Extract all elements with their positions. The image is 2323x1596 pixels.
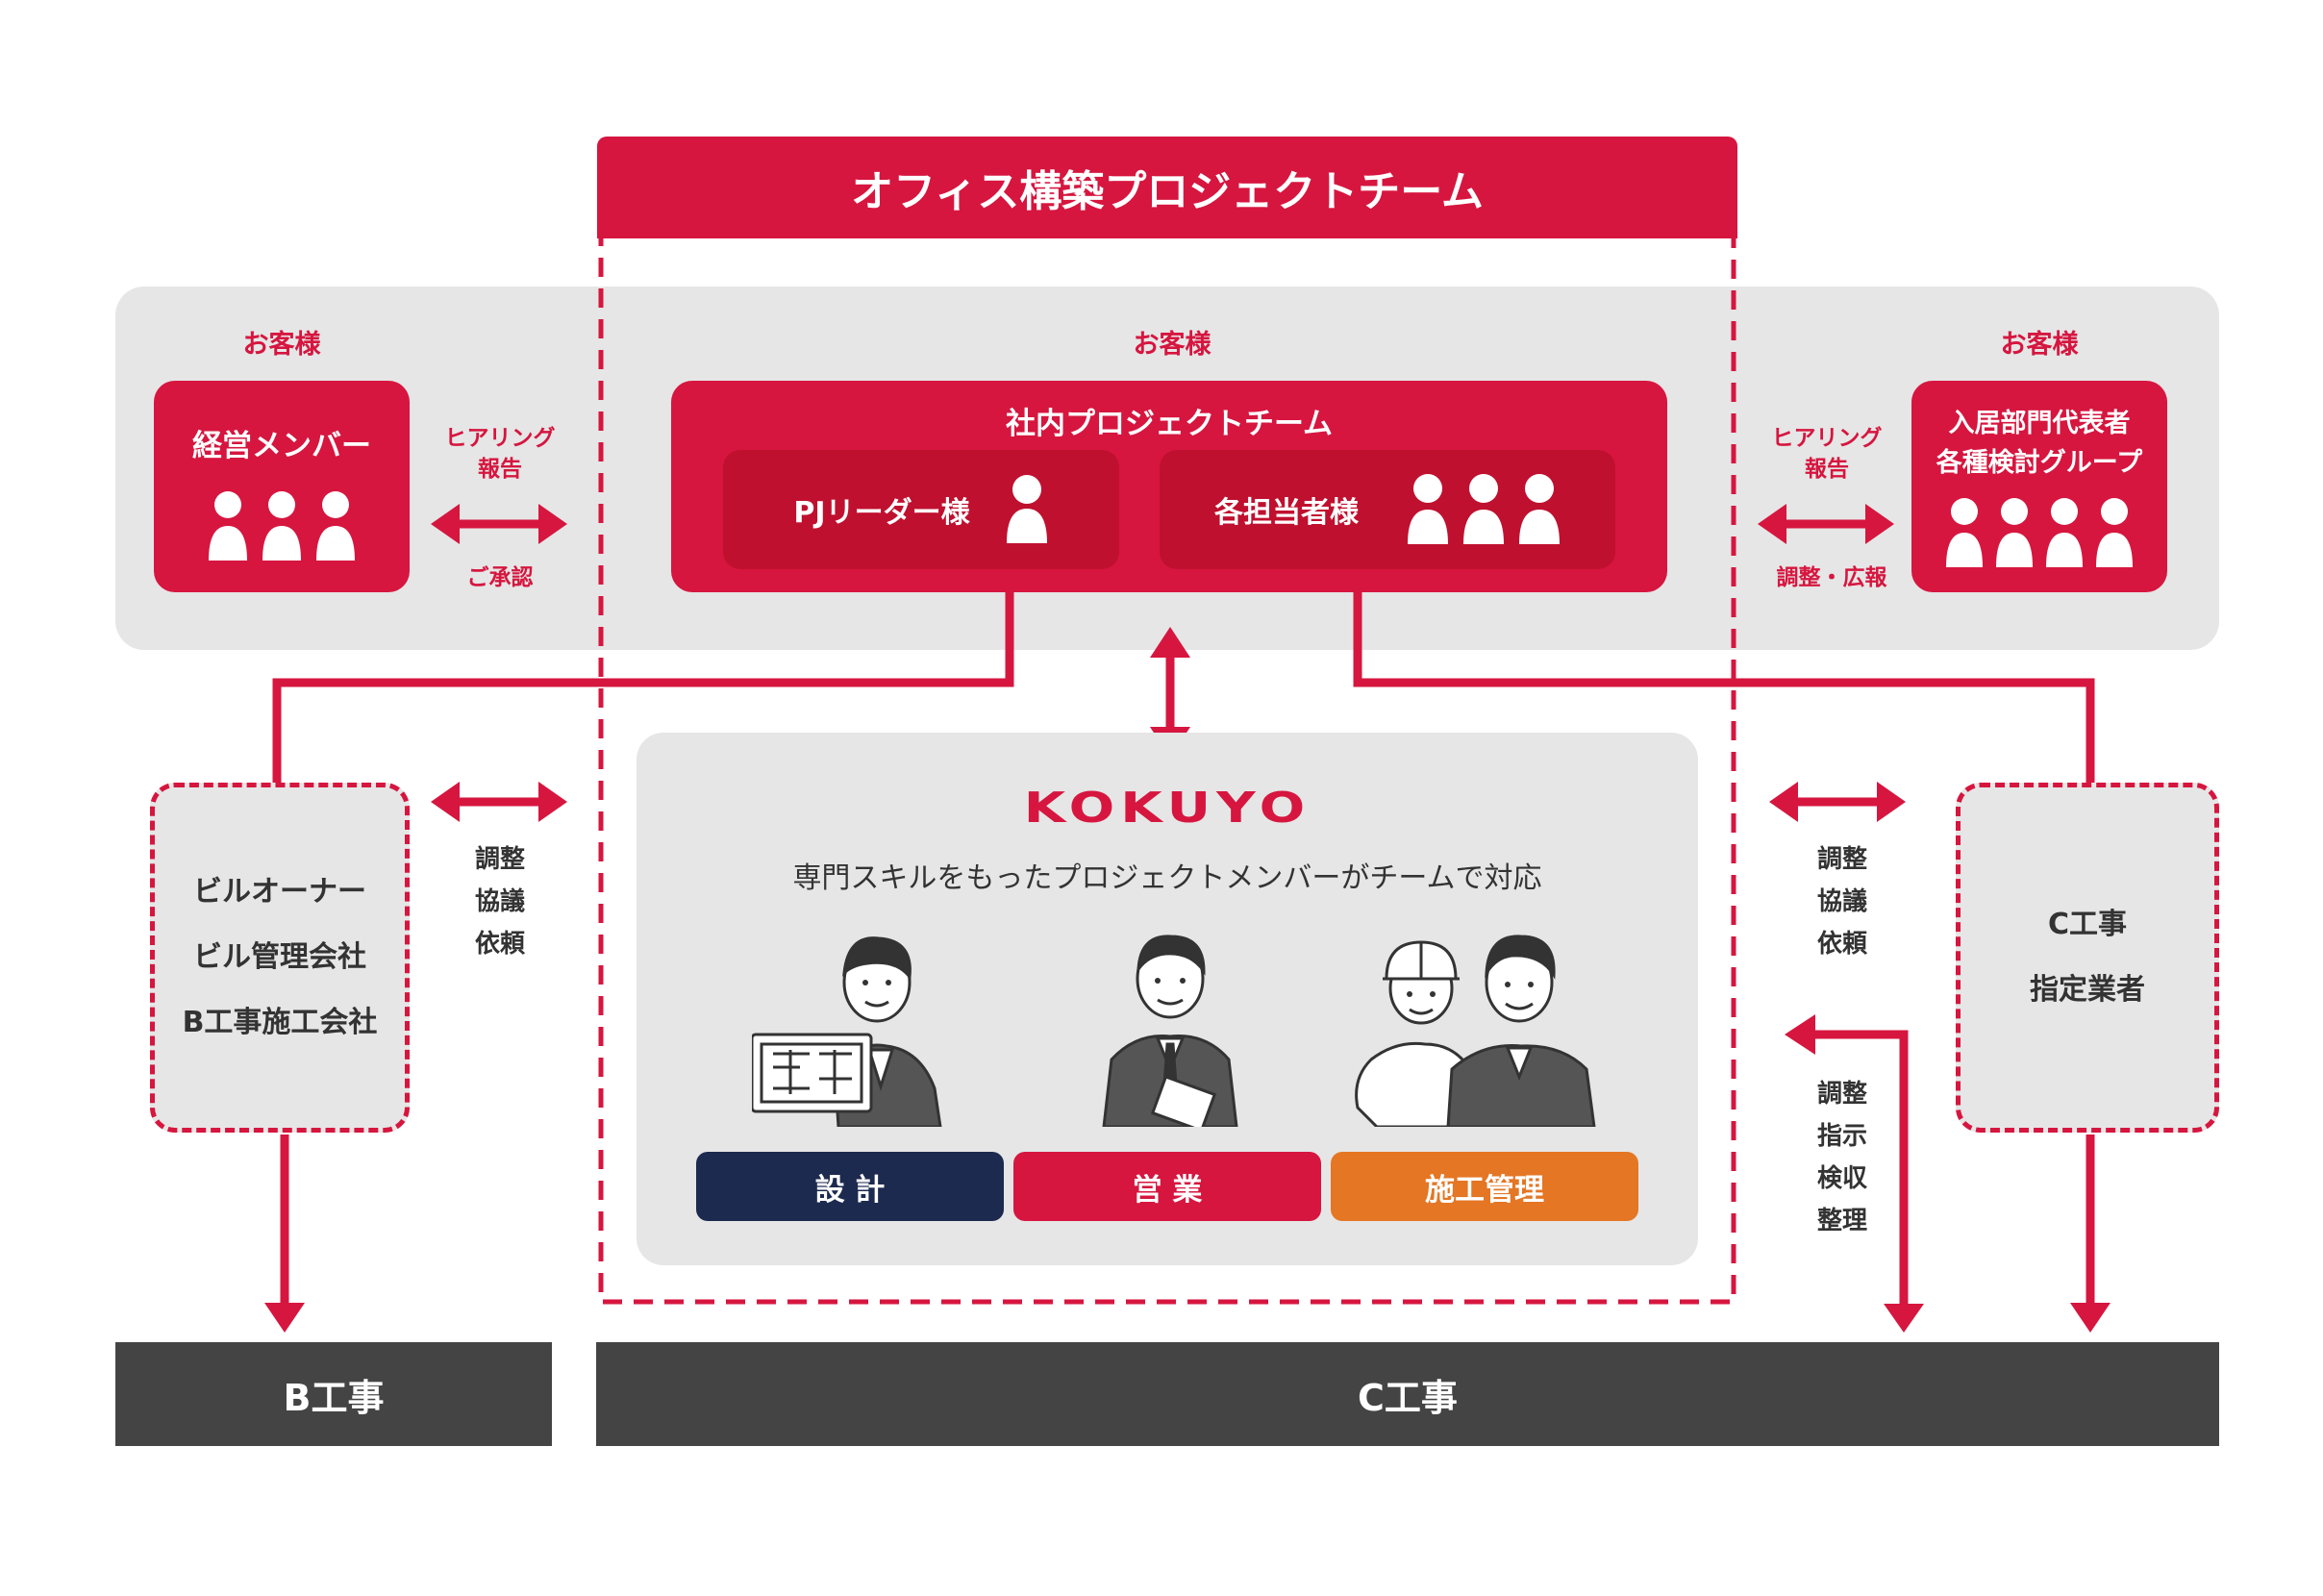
- building-owner-line: ビルオーナー: [193, 875, 366, 909]
- kokuyo-panel: KOKUYO 専門スキルをもったプロジェクトメンバーがチームで対応: [637, 733, 1698, 1265]
- arrowhead-center-up: [1150, 627, 1190, 658]
- building-mgmt-line: ビル管理会社: [193, 940, 366, 974]
- designer-illustration: [752, 936, 942, 1127]
- staff-label: 各担当者様: [1214, 496, 1359, 530]
- internal-team-title: 社内プロジェクトチーム: [1005, 406, 1334, 441]
- staff-panel: 各担当者様: [1160, 450, 1615, 569]
- right-adjust-label: 調整: [1816, 845, 1867, 874]
- c-work-bar: C工事: [596, 1342, 2219, 1446]
- arrowhead-c-work-l-left: [1785, 1014, 1815, 1055]
- c-work-label: C工事: [1358, 1376, 1458, 1419]
- c-work-line: C工事: [2047, 908, 2128, 941]
- line-team-to-right-party: [1353, 588, 2095, 786]
- role-sales-badge: 営 業: [1013, 1152, 1321, 1221]
- b-work-bar: B工事: [115, 1342, 552, 1446]
- left-customer-label: お客様: [242, 329, 321, 360]
- building-owner-box: ビルオーナー ビル管理会社 B工事施工会社: [150, 783, 410, 1133]
- sales-illustration: [1102, 935, 1238, 1127]
- construction-illustration: [1355, 935, 1596, 1127]
- department-box: 入居部門代表者 各種検討グループ: [1911, 381, 2167, 592]
- lower-inspect-label: 検収: [1816, 1164, 1867, 1193]
- right-party-arrow-labels: 調整 協議 依頼: [1785, 838, 1900, 965]
- right-hearing-label: ヒアリング: [1771, 426, 1883, 451]
- right-lower-labels: 調整 指示 検収 整理: [1785, 1073, 1900, 1242]
- pj-leader-panel: PJリーダー様: [723, 450, 1119, 569]
- lower-instruct-label: 指示: [1816, 1122, 1867, 1151]
- person-icon: [1006, 475, 1047, 543]
- b-work-label: B工事: [283, 1376, 385, 1419]
- arrowhead-left-party-r: [538, 782, 567, 822]
- left-adjust-label: 調整: [474, 845, 525, 874]
- pj-leader-label: PJリーダー様: [793, 496, 970, 530]
- right-request-label: 依頼: [1816, 930, 1867, 959]
- kokuyo-logo: KOKUYO: [637, 779, 1698, 836]
- left-approval-label: ご承認: [466, 565, 534, 590]
- role-design-label: 設 計: [814, 1172, 886, 1208]
- right-discuss-label: 協議: [1816, 887, 1867, 916]
- arrowhead-right-down: [2070, 1303, 2111, 1333]
- arrowhead-right-party-l: [1769, 782, 1798, 822]
- right-report-label: 報告: [1805, 457, 1849, 482]
- arrowhead-left-cust-l: [431, 504, 460, 544]
- right-customer-label: お客様: [2000, 329, 2079, 360]
- arrowhead-left-cust-r: [538, 504, 567, 544]
- role-sales-label: 営 業: [1132, 1172, 1203, 1208]
- role-construction-badge: 施工管理: [1331, 1152, 1638, 1221]
- team-title-bar: オフィス構築プロジェクトチーム: [597, 137, 1737, 238]
- arrowhead-right-cust-r: [1865, 504, 1894, 544]
- arrowhead-right-cust-l: [1758, 504, 1786, 544]
- arrowhead-left-down: [264, 1303, 305, 1333]
- lower-organize-label: 整理: [1816, 1207, 1867, 1235]
- kokuyo-subtitle: 専門スキルをもったプロジェクトメンバーがチームで対応: [792, 861, 1542, 895]
- line-team-to-left-party: [272, 588, 1014, 786]
- left-customer-arrow-labels: ヒアリング 報告: [423, 423, 577, 485]
- designated-vendor-line: 指定業者: [2030, 973, 2145, 1007]
- c-work-vendor-box: C工事 指定業者: [1956, 783, 2219, 1133]
- left-discuss-label: 協議: [474, 887, 525, 916]
- role-design-badge: 設 計: [696, 1152, 1004, 1221]
- management-box: 経営メンバー: [154, 381, 410, 592]
- role-construction-label: 施工管理: [1425, 1172, 1544, 1208]
- people-icon: [1946, 498, 2133, 567]
- arrowhead-left-party-l: [431, 782, 460, 822]
- b-work-contractor-line: B工事施工会社: [182, 1006, 378, 1039]
- right-customer-arrow-labels: ヒアリング 報告: [1750, 423, 1904, 485]
- right-coordination-label: 調整・広報: [1776, 565, 1887, 590]
- left-request-label: 依頼: [474, 930, 525, 959]
- team-title: オフィス構築プロジェクトチーム: [851, 167, 1484, 216]
- internal-team-box: 社内プロジェクトチーム PJリーダー様 各担当者様: [671, 381, 1667, 592]
- department-title-2: 各種検討グループ: [1936, 448, 2143, 478]
- kokuyo-logo-text: KOKUYO: [1023, 783, 1311, 833]
- management-title: 経営メンバー: [192, 429, 371, 463]
- people-icon: [1408, 474, 1560, 544]
- left-report-label: 報告: [478, 457, 522, 482]
- department-title-1: 入居部門代表者: [1948, 409, 2131, 438]
- arrowhead-c-work-down: [1884, 1304, 1924, 1333]
- lower-adjust-label: 調整: [1816, 1080, 1867, 1109]
- center-customer-label: お客様: [1133, 329, 1211, 360]
- left-party-arrow-labels: 調整 協議 依頼: [442, 838, 558, 965]
- people-icon: [209, 491, 355, 561]
- line-c-work-l: [1808, 1030, 1909, 1312]
- left-hearing-label: ヒアリング: [444, 426, 556, 451]
- arrowhead-right-party-r: [1877, 782, 1906, 822]
